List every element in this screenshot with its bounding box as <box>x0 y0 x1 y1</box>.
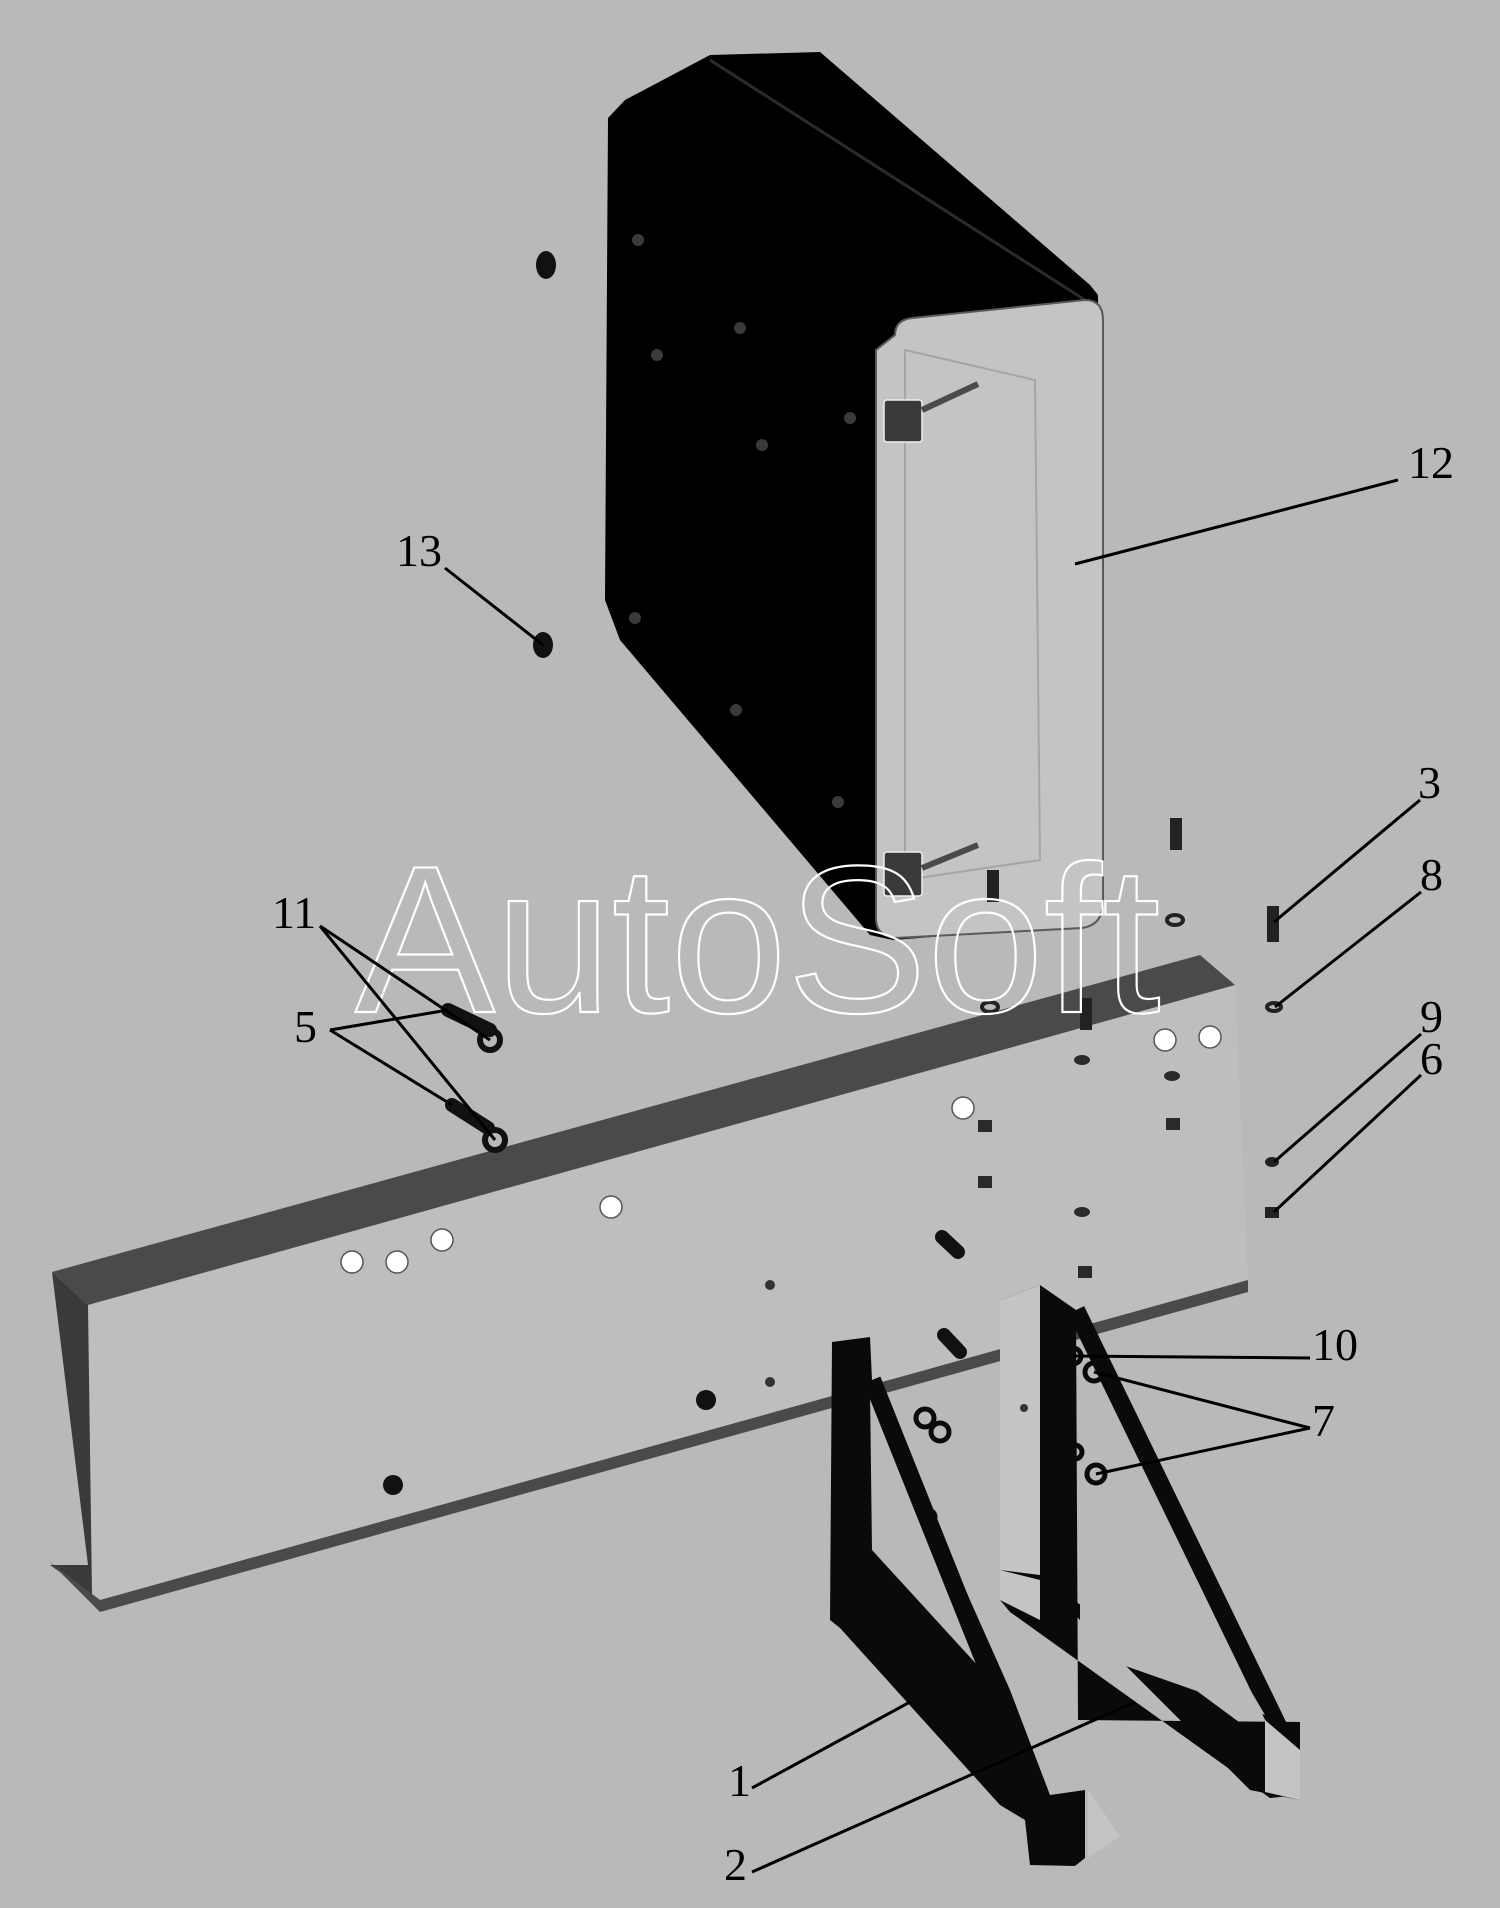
box-seam <box>709 58 1086 302</box>
callout-11: 11 <box>272 887 316 938</box>
bolt-5-upper <box>441 1003 503 1053</box>
callouts: 12 13 3 8 9 6 10 7 11 5 1 2 <box>272 437 1454 1890</box>
callout-12: 12 <box>1408 437 1454 488</box>
callout-3: 3 <box>1418 757 1441 808</box>
callout-9: 9 <box>1420 991 1443 1042</box>
leader-2 <box>751 1700 1136 1874</box>
callout-1: 1 <box>728 1755 751 1806</box>
leader-7a <box>1093 1370 1311 1430</box>
bracket-1 <box>830 1337 1120 1866</box>
leader-3 <box>1273 798 1421 924</box>
rail-nuts <box>978 1055 1180 1278</box>
box-lid <box>875 298 1104 940</box>
callout-10: 10 <box>1312 1319 1358 1370</box>
callout-6: 6 <box>1420 1033 1443 1084</box>
leader-5a <box>329 1008 449 1032</box>
leader-1 <box>751 1700 911 1790</box>
battery-box <box>605 52 1104 940</box>
leader-lines <box>318 478 1423 1874</box>
stud-upper <box>935 1230 965 1259</box>
watermark-text: AutoSoft <box>355 822 1161 1057</box>
rail-dark-holes <box>383 1390 716 1495</box>
latch-bottom <box>883 842 980 897</box>
leader-11b <box>318 925 497 1141</box>
latch-top <box>883 381 980 443</box>
washers <box>980 913 1283 1014</box>
lid-panel <box>904 348 1042 882</box>
callout-8: 8 <box>1420 849 1443 900</box>
leader-6 <box>1272 1073 1423 1214</box>
frame-rail <box>50 955 1248 1612</box>
leader-13 <box>444 566 544 647</box>
stud-lower <box>937 1328 967 1359</box>
leader-9 <box>1273 1032 1422 1164</box>
bolts <box>987 818 1279 1030</box>
leader-11a <box>319 924 491 1042</box>
leader-12 <box>1074 478 1399 566</box>
rail-end-profile <box>50 1272 92 1595</box>
callout-5: 5 <box>294 1001 317 1052</box>
leader-8 <box>1274 890 1422 1009</box>
rail-holes <box>340 1025 1222 1274</box>
rail-web <box>52 955 1248 1600</box>
callout-13: 13 <box>396 525 442 576</box>
callout-2: 2 <box>724 1839 747 1890</box>
leader-5b <box>329 1028 453 1107</box>
plug-13-upper <box>536 251 556 279</box>
callout-7: 7 <box>1312 1395 1335 1446</box>
rail-top-flange <box>52 955 1235 1305</box>
rail-small-holes <box>765 1280 775 1387</box>
bracket-2 <box>1000 1285 1300 1800</box>
box-holes <box>629 234 856 808</box>
leader-7b <box>1095 1426 1311 1476</box>
leader-10 <box>1072 1354 1311 1360</box>
